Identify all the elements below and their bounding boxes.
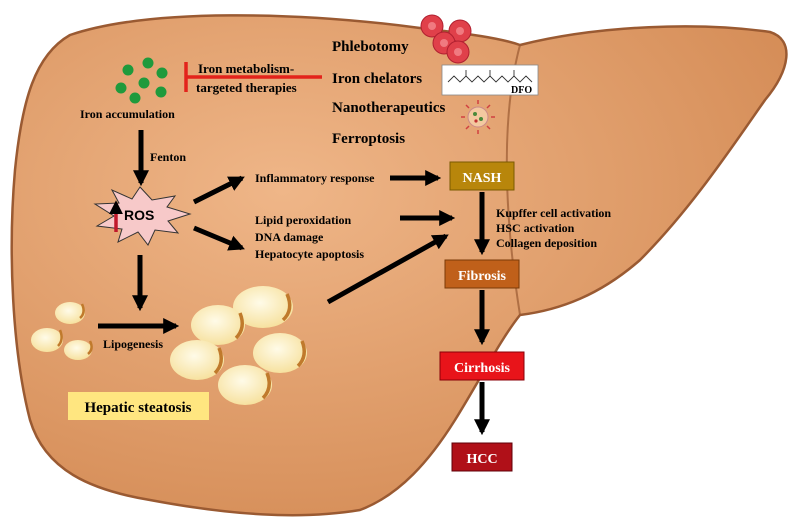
cirrhosis-box [439,351,525,381]
ros-label: ROS [124,207,154,223]
hcc-label: HCC [466,452,497,467]
lipogenesis-label: Lipogenesis [103,337,163,351]
iron-chelators-label: Iron chelators [332,71,422,87]
lipid-peroxidation-label: Lipid peroxidation [255,213,351,227]
kupffer-label: Kupffer cell activation [496,206,611,220]
hepatic-steatosis-box [68,392,209,420]
nanotherapeutics-label: Nanotherapeutics [332,100,445,116]
therapy-label-line1: Iron metabolism- [198,61,294,76]
fibrosis-box [444,259,520,289]
red-blood-cells-icon [420,14,472,64]
small-fat-droplets [31,302,93,360]
hsc-label: HSC activation [496,221,575,235]
large-fat-droplets [170,286,307,405]
nash-box [449,161,515,191]
inflammatory-response-label: Inflammatory response [255,171,375,185]
iron-accumulation-label: Iron accumulation [80,107,175,121]
arrow-steatosis-to-fibrosis [326,233,449,305]
phlebotomy-label: Phlebotomy [332,39,409,55]
iron-dots [115,57,168,104]
nash-label: NASH [463,171,502,186]
ferroptosis-label: Ferroptosis [332,131,405,147]
therapy-label-line2: targeted therapies [196,80,297,95]
cirrhosis-label: Cirrhosis [454,361,511,376]
arrow-ros-to-inflammation [192,175,245,205]
dfo-label: DFO [511,85,532,96]
dna-damage-label: DNA damage [255,230,324,244]
hepatic-steatosis-label: Hepatic steatosis [84,400,191,416]
arrow-ros-to-damage [193,225,245,251]
inhibition-symbol [184,62,322,92]
collagen-label: Collagen deposition [496,236,597,250]
fibrosis-label: Fibrosis [458,269,507,284]
fenton-label: Fenton [150,150,186,164]
hcc-box [451,442,513,472]
nanoparticle-icon [461,100,495,134]
hepatocyte-apoptosis-label: Hepatocyte apoptosis [255,247,364,261]
liver-shape [10,14,788,517]
dfo-molecule-icon: DFO [441,64,539,96]
